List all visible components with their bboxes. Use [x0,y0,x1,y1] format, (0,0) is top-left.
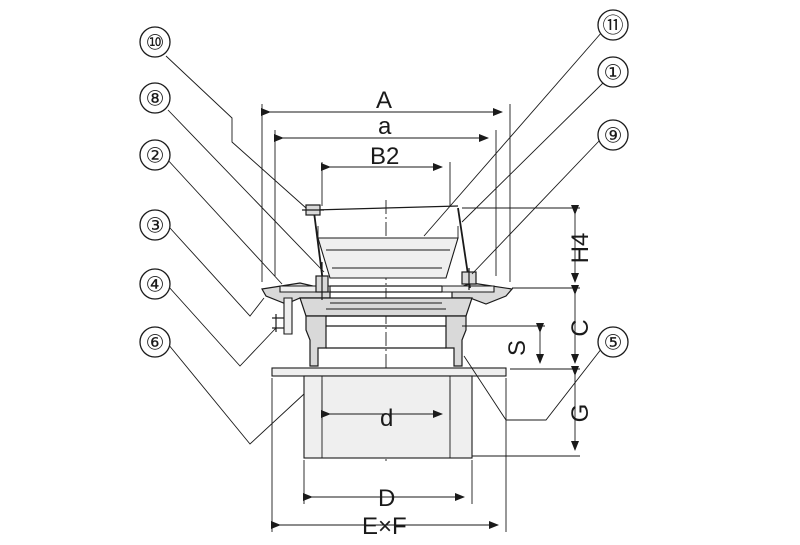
dim-label-A: A [376,87,392,114]
dim-label-H4: H4 [567,233,594,264]
dimension-a: a [274,113,489,142]
dimension-D: D [303,485,465,512]
dimension-H4: H4 [567,205,594,283]
clamp-ring [279,285,495,293]
dim-label-B2: B2 [370,143,399,170]
callout-5: ⑤ [597,326,629,358]
svg-text:①: ① [604,62,623,85]
dimension-G: G [567,366,594,451]
drain-body [261,282,514,367]
svg-text:⑧: ⑧ [146,88,165,111]
callout-6: ⑥ [139,326,171,358]
callout-2: ② [139,139,171,171]
dimension-A: A [261,87,503,116]
svg-text:⑨: ⑨ [604,125,623,148]
callout-10: ⑩ [139,26,171,58]
side-bracket [272,297,293,335]
dim-label-C: C [567,319,594,336]
callout-4: ④ [139,268,171,300]
bolt-left [315,262,329,300]
dimension-ExF: E×F [271,513,499,540]
dim-label-a: a [378,113,392,140]
svg-text:⑩: ⑩ [146,32,165,55]
dimension-B2: B2 [321,143,443,171]
svg-text:⑪: ⑪ [603,15,624,38]
callout-11: ⑪ [597,9,629,41]
callout-1: ① [597,56,629,88]
dim-label-G: G [567,404,594,423]
callout-8: ⑧ [139,82,171,114]
svg-text:⑥: ⑥ [146,332,165,355]
callout-3: ③ [139,209,171,241]
svg-text:②: ② [146,145,165,168]
strainer-funnel [317,226,459,279]
dimension-S: S [504,323,544,364]
dim-label-D: D [378,485,395,512]
svg-text:④: ④ [146,274,165,297]
leader-lines [165,31,605,445]
dim-label-ExF: E×F [362,513,407,540]
extension-lines [261,104,580,532]
dim-label-S: S [504,340,531,356]
bolt-top-left [302,204,324,216]
dimension-C: C [567,285,594,364]
bolt-right [461,268,477,290]
callout-9: ⑨ [597,119,629,151]
dimension-d: d [321,405,443,432]
svg-text:③: ③ [146,215,165,238]
dim-label-d: d [380,405,393,432]
svg-text:⑤: ⑤ [604,332,623,355]
